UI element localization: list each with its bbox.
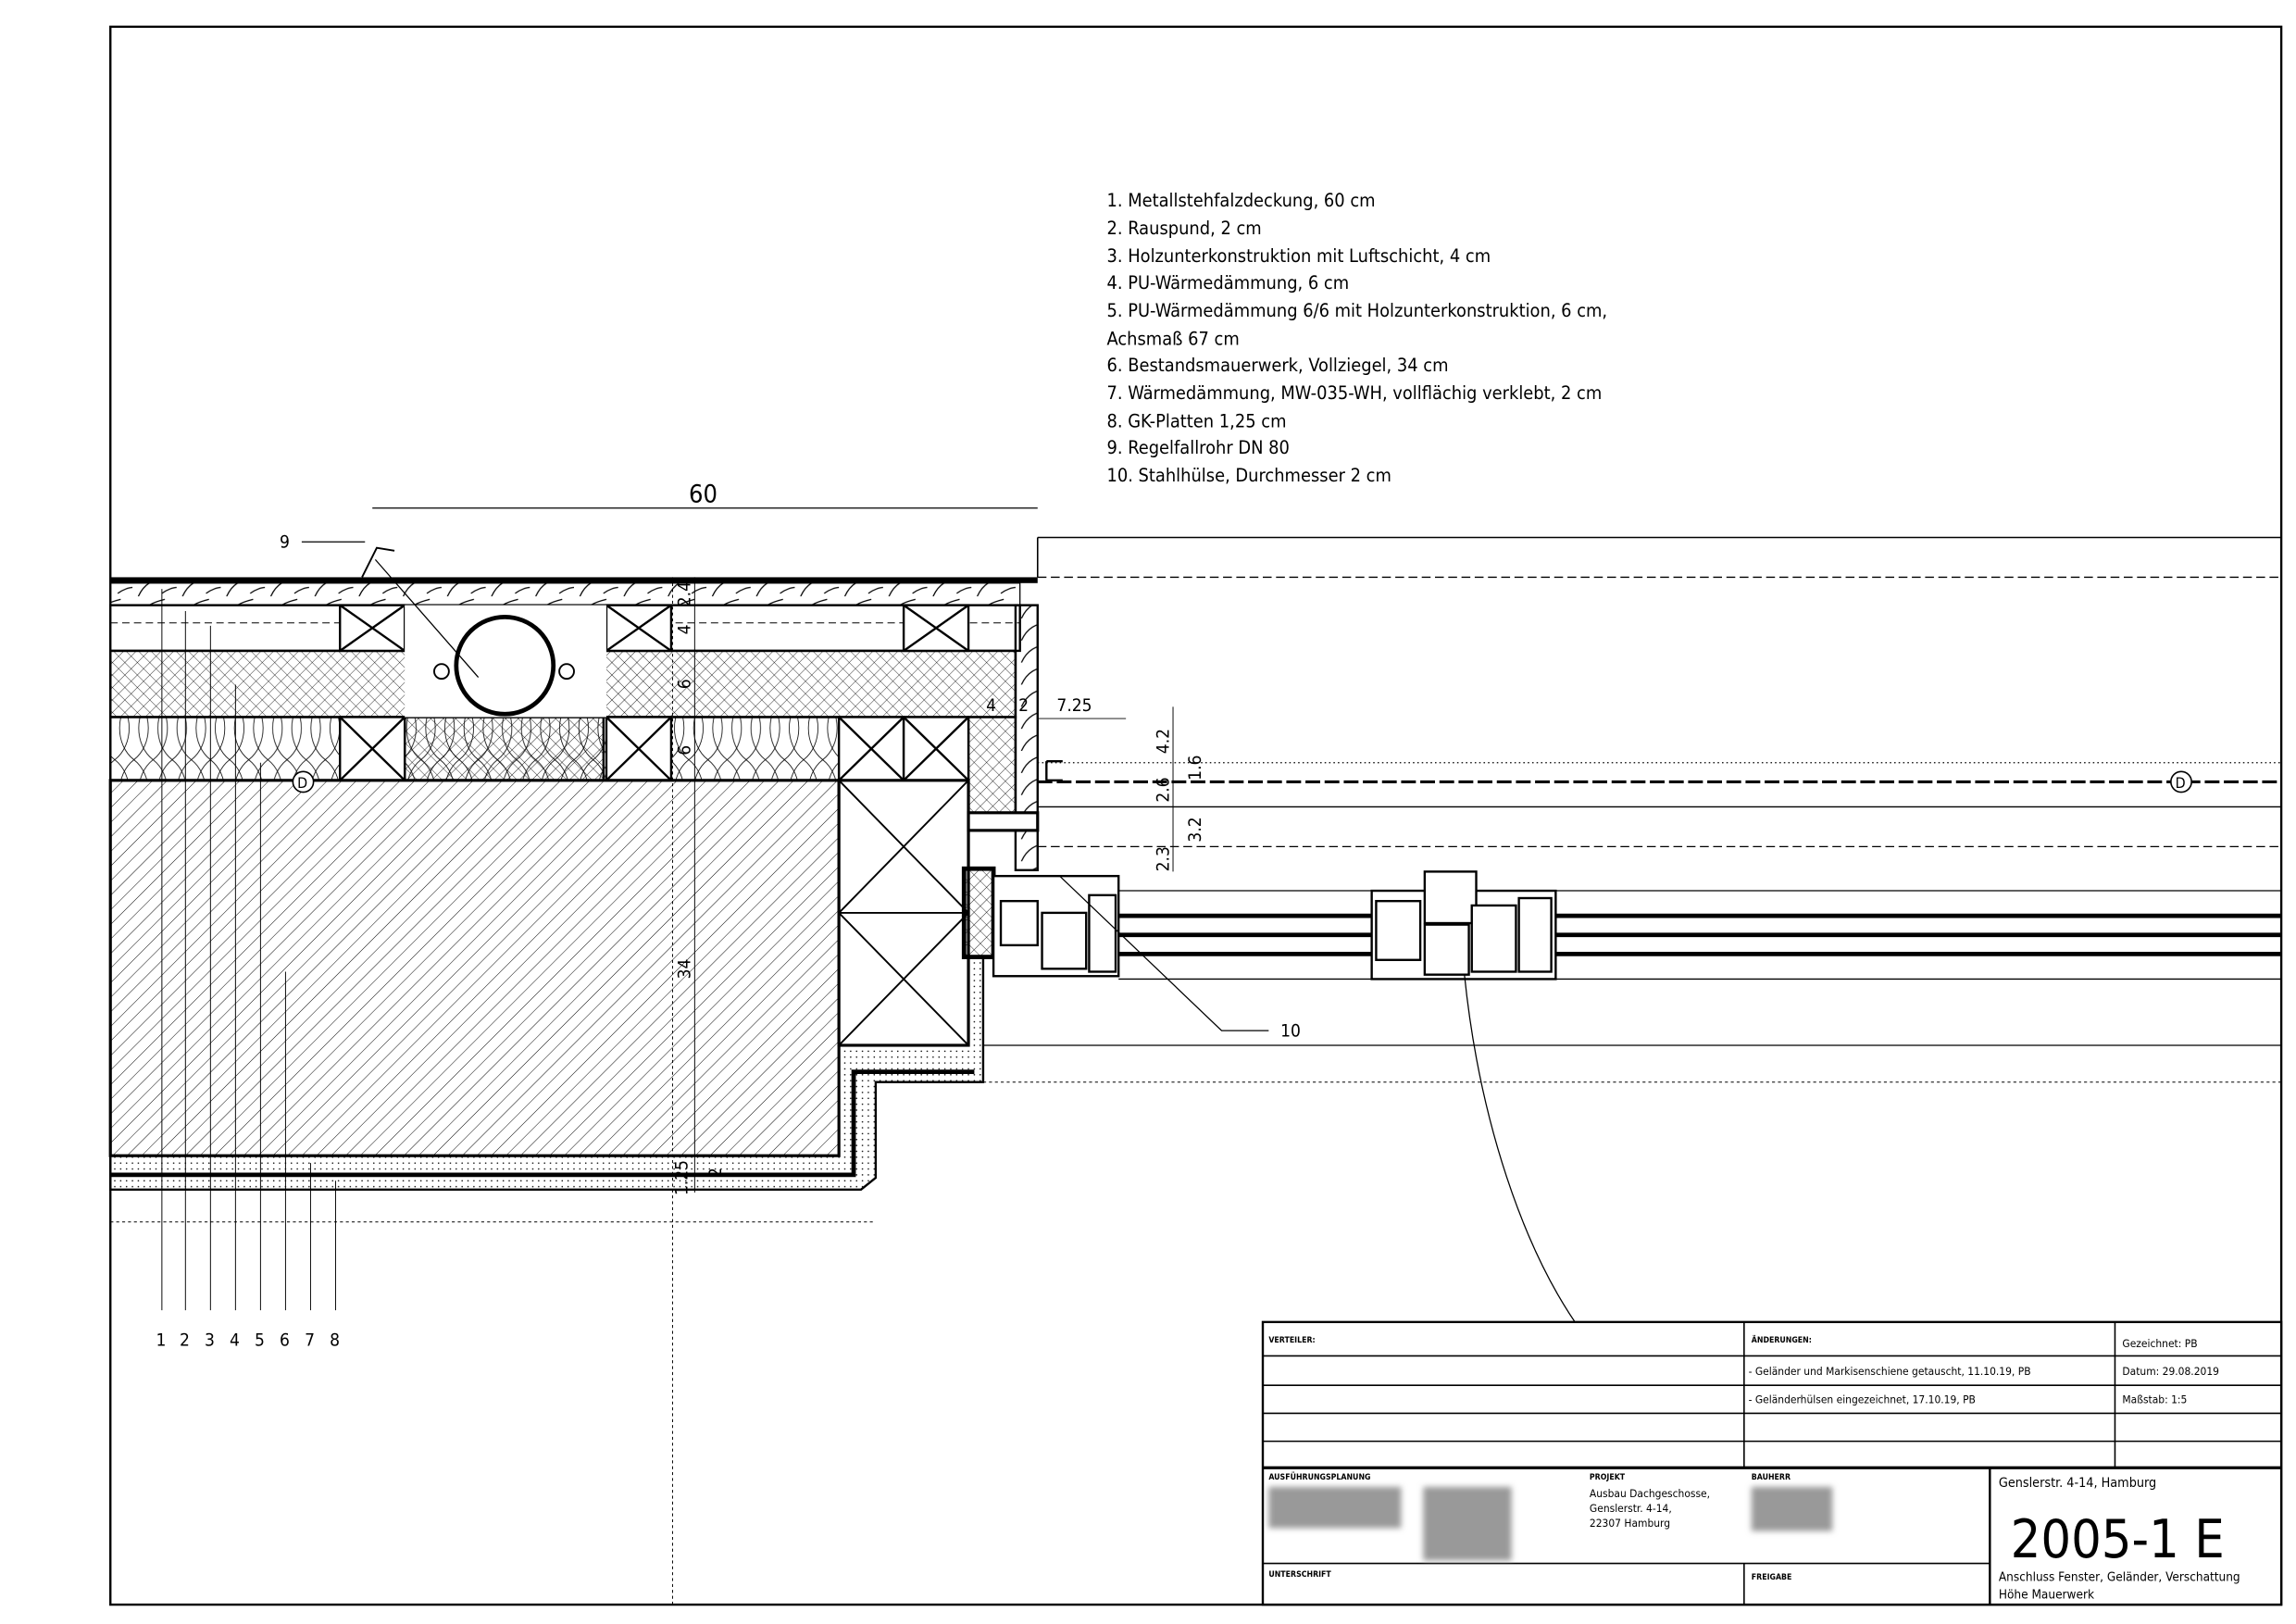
- dimension-60: 60: [689, 480, 718, 508]
- address: Genslerstr. 4-14, Hamburg: [1999, 1476, 2156, 1491]
- bauherr-label: BAUHERR: [1752, 1473, 1791, 1482]
- change-entry: - Geländer und Markisenschiene getauscht…: [1749, 1365, 2031, 1378]
- unterschrift-label: UNTERSCHRIFT: [1268, 1570, 1331, 1580]
- marker-d: D: [2176, 774, 2186, 792]
- dim-6b: 6: [675, 745, 695, 756]
- dim-6a: 6: [675, 679, 695, 689]
- aenderungen-label: ÄNDERUNGEN:: [1752, 1335, 1812, 1345]
- legend: 1. Metallstehfalzdeckung, 60 cm 2. Rausp…: [1106, 190, 1607, 486]
- dim-2-4: 2.4: [675, 581, 695, 606]
- downpipe: [454, 614, 556, 717]
- layer-number: 3: [205, 1330, 215, 1350]
- legend-item: 2. Rauspund, 2 cm: [1106, 218, 1261, 239]
- layer-leaders: [161, 589, 336, 1311]
- dim-4h: 4: [986, 695, 996, 716]
- dim-2-6: 2.6: [1153, 777, 1173, 802]
- scale: Maßstab: 1:5: [2122, 1393, 2187, 1405]
- callout-9: 9: [280, 532, 290, 553]
- layer-number: 1: [156, 1330, 167, 1350]
- dimensions: 2.4 4 6 6 34 1.25 2 4 2 7.25 4.2 1.6 2.6…: [110, 577, 1205, 1605]
- dim-2: 2: [705, 1168, 726, 1178]
- projekt-line: Genslerstr. 4-14,: [1590, 1502, 1672, 1515]
- balcony-elevation: [982, 536, 2282, 1083]
- dim-3-2: 3.2: [1185, 817, 1205, 842]
- dim-1-25: 1.25: [671, 1160, 692, 1195]
- legend-item: 3. Holzunterkonstruktion mit Luftschicht…: [1106, 245, 1491, 267]
- legend-item: 5. PU-Wärmedämmung 6/6 mit Holzunterkons…: [1106, 300, 1607, 321]
- projekt-line: 22307 Hamburg: [1590, 1517, 1670, 1530]
- layer-number: 5: [255, 1330, 265, 1350]
- layer-number: 2: [180, 1330, 190, 1350]
- drawing-number: 2005-1 E: [2011, 1509, 2225, 1570]
- title-block: VERTEILER: ÄNDERUNGEN: - Geländer und Ma…: [1261, 1320, 2283, 1606]
- dim-2-3: 2.3: [1153, 846, 1173, 871]
- legend-item: 9. Regelfallrohr DN 80: [1106, 437, 1289, 458]
- legend-item: 4. PU-Wärmedämmung, 6 cm: [1106, 272, 1349, 294]
- ausfuehrungsplanung-label: AUSFÜHRUNGSPLANUNG: [1268, 1472, 1370, 1482]
- drawing-title: Anschluss Fenster, Geländer, Verschattun…: [1999, 1570, 2240, 1585]
- roof-section: [109, 546, 1039, 871]
- date: Datum: 29.08.2019: [2122, 1365, 2219, 1378]
- layer-numbers: 1 2 3 4 5 6 7 8: [156, 1330, 341, 1350]
- dim-2h: 2: [1018, 695, 1029, 716]
- projekt-line: Ausbau Dachgeschosse,: [1590, 1487, 1710, 1500]
- legend-item: 7. Wärmedämmung, MW-035-WH, vollflächig …: [1106, 382, 1602, 404]
- layer-number: 8: [330, 1330, 340, 1350]
- freigabe-label: FREIGABE: [1752, 1573, 1792, 1582]
- layer-number: 7: [305, 1330, 315, 1350]
- marker-d: D: [297, 774, 307, 792]
- drawn-by: Gezeichnet: PB: [2122, 1337, 2197, 1350]
- callout-10: 10: [1280, 1020, 1301, 1041]
- verteiler-label: VERTEILER:: [1268, 1336, 1315, 1345]
- dim-7-25: 7.25: [1056, 695, 1092, 716]
- callouts: 9 10 D D: [280, 532, 2192, 1333]
- dim-34: 34: [675, 959, 695, 980]
- dim-1-6: 1.6: [1185, 756, 1205, 781]
- wall-section: [108, 779, 1040, 1191]
- legend-item: 6. Bestandsmauerwerk, Vollziegel, 34 cm: [1106, 355, 1448, 376]
- drawing-subtitle: Höhe Mauerwerk: [1999, 1588, 2094, 1603]
- redacted-text: [1268, 1486, 1833, 1561]
- layer-number: 6: [280, 1330, 290, 1350]
- projekt-label: PROJEKT: [1590, 1473, 1626, 1482]
- dim-4-2: 4.2: [1153, 729, 1173, 754]
- legend-item: 1. Metallstehfalzdeckung, 60 cm: [1106, 190, 1375, 211]
- legend-item: 10. Stahlhülse, Durchmesser 2 cm: [1106, 465, 1391, 486]
- change-entry: - Geländerhülsen eingezeichnet, 17.10.19…: [1749, 1393, 1976, 1405]
- legend-item: Achsmaß 67 cm: [1106, 328, 1239, 349]
- legend-item: 8. GK-Platten 1,25 cm: [1106, 410, 1286, 431]
- layer-number: 4: [230, 1330, 240, 1350]
- dim-4: 4: [675, 625, 695, 635]
- window-profile: [992, 870, 1557, 981]
